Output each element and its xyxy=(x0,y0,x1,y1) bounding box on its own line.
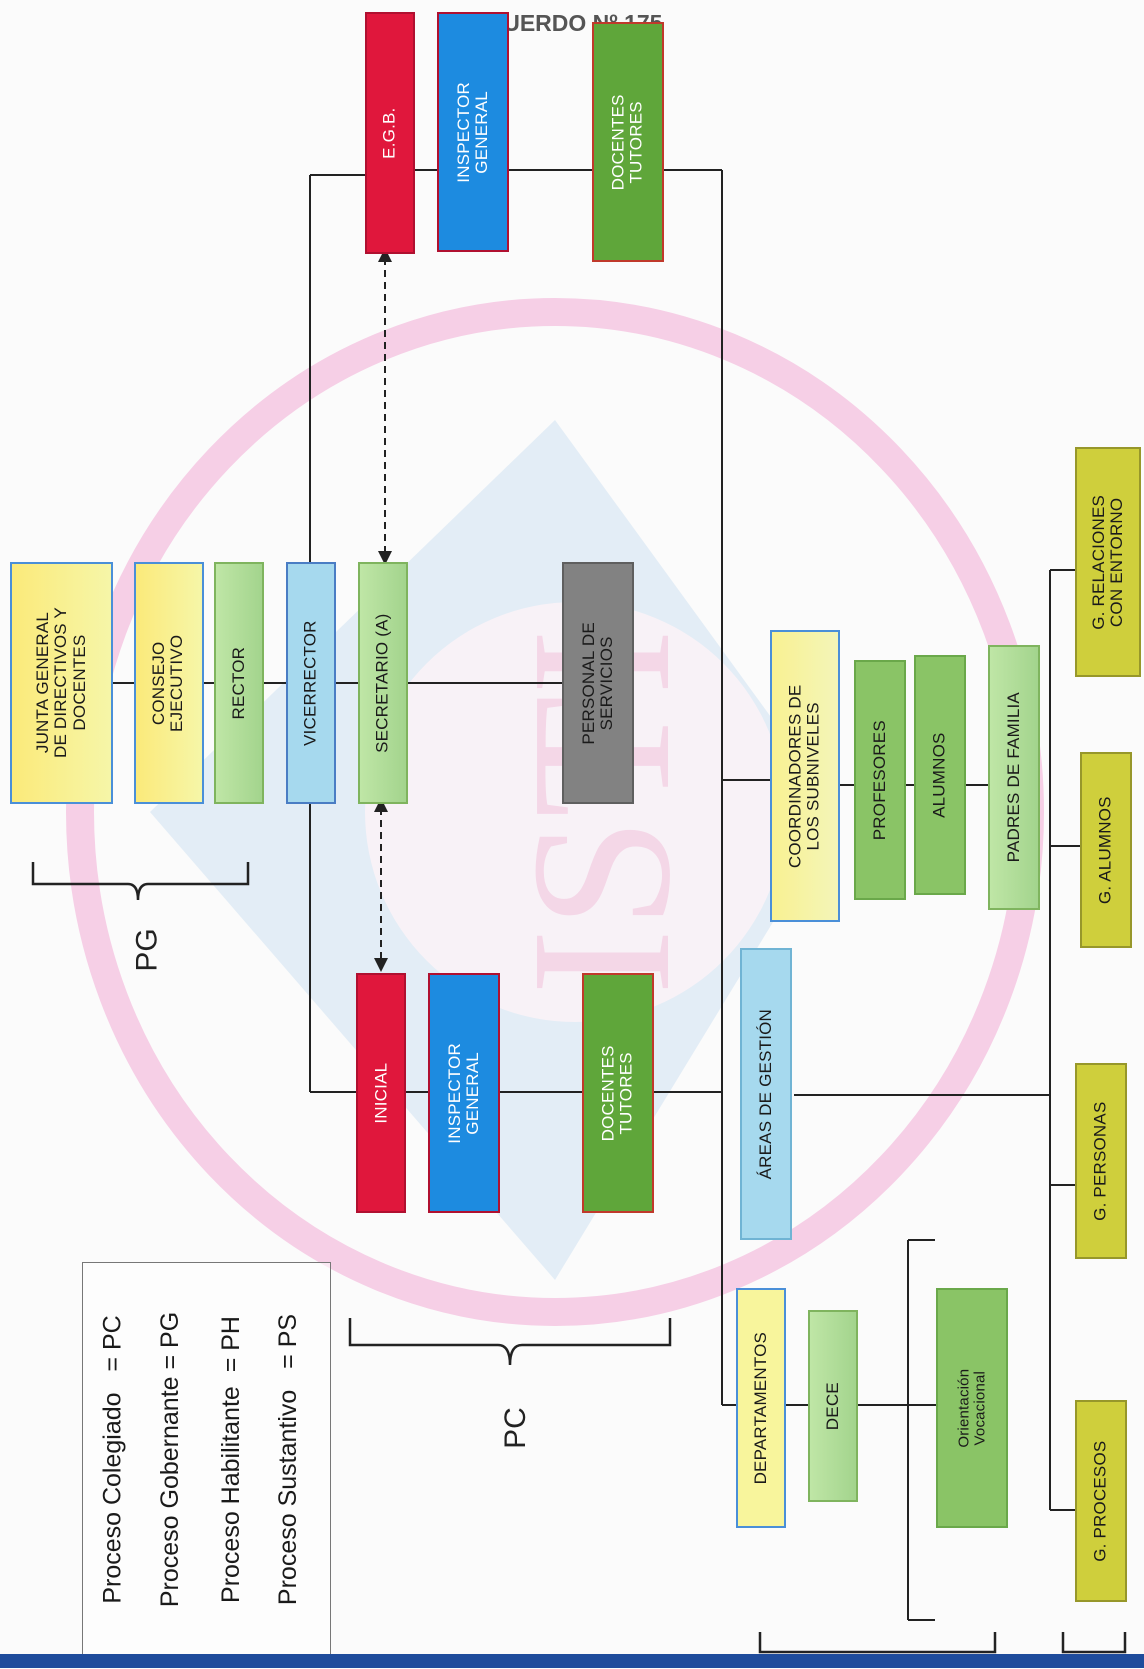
node-g-alumnos: G. ALUMNOS xyxy=(1080,752,1132,948)
node-label: VICERRECTOR xyxy=(300,620,320,746)
node-egb: E.G.B. xyxy=(365,12,415,254)
node-label: COORDINADORES DE LOS SUBNIVELES xyxy=(785,684,824,868)
node-coordinadores: COORDINADORES DE LOS SUBNIVELES xyxy=(770,630,840,922)
node-departamentos: DEPARTAMENTOS xyxy=(736,1288,786,1528)
node-alumnos: ALUMNOS xyxy=(914,655,966,895)
footer-bar xyxy=(0,1654,1144,1668)
node-label: PROFESORES xyxy=(869,719,889,841)
pc-bracket-label: PC xyxy=(499,1407,532,1449)
node-label: INICIAL xyxy=(370,1062,390,1124)
node-label: ÁREAS DE GESTIÓN xyxy=(755,1008,775,1180)
node-g-relaciones: G. RELACIONES CON ENTORNO xyxy=(1075,447,1141,677)
node-label: ALUMNOS xyxy=(929,732,949,818)
legend-item: Proceso Colegiado = PC xyxy=(98,1315,127,1604)
node-rector: RECTOR xyxy=(214,562,264,804)
node-label: DOCENTES TUTORES xyxy=(598,1044,636,1142)
node-label: Orientación Vocacional xyxy=(954,1368,989,1448)
node-docentes-tutores-bottom: DOCENTES TUTORES xyxy=(582,973,654,1213)
node-personal-servicios: PERSONAL DE SERVICIOS xyxy=(562,562,634,804)
node-label: SECRETARIO (A) xyxy=(372,613,392,753)
node-label: E.G.B. xyxy=(379,107,399,159)
legend-item: Proceso Gobernante = PG xyxy=(156,1311,185,1608)
pg-bracket-label: PG xyxy=(131,928,165,972)
node-inicial: INICIAL xyxy=(356,973,406,1213)
legend-box: Proceso Colegiado = PC Proceso Gobernant… xyxy=(82,1262,331,1668)
node-vicerrector: VICERRECTOR xyxy=(286,562,336,804)
node-docentes-tutores-top: DOCENTES TUTORES xyxy=(592,22,664,262)
pc-bracket xyxy=(348,1318,672,1366)
node-label: INSPECTOR GENERAL xyxy=(444,1042,483,1144)
node-consejo-ejecutivo: CONSEJO EJECUTIVO xyxy=(134,562,204,804)
node-label: DECE xyxy=(822,1381,842,1431)
node-label: INSPECTOR GENERAL xyxy=(453,81,492,183)
node-label: G. PERSONAS xyxy=(1090,1101,1110,1221)
node-label: DOCENTES TUTORES xyxy=(608,93,646,191)
node-areas-gestion: ÁREAS DE GESTIÓN xyxy=(740,948,792,1240)
node-profesores: PROFESORES xyxy=(854,660,906,900)
node-padres-familia: PADRES DE FAMILIA xyxy=(988,645,1040,910)
node-junta-general: JUNTA GENERAL DE DIRECTIVOS Y DOCENTES xyxy=(10,562,113,804)
node-label: G. RELACIONES CON ENTORNO xyxy=(1088,494,1127,630)
node-label: RECTOR xyxy=(228,646,248,720)
node-label: G. PROCESOS xyxy=(1090,1440,1110,1562)
legend-item: Proceso Sustantivo = PS xyxy=(274,1313,303,1606)
pg-bracket xyxy=(31,862,250,901)
node-inspector-general-bottom: INSPECTOR GENERAL xyxy=(428,973,500,1213)
node-label: DEPARTAMENTOS xyxy=(750,1331,770,1485)
node-inspector-general-top: INSPECTOR GENERAL xyxy=(437,12,509,252)
node-orientacion-vocacional: Orientación Vocacional xyxy=(936,1288,1008,1528)
node-label: PADRES DE FAMILIA xyxy=(1003,692,1023,863)
node-g-personas: G. PERSONAS xyxy=(1075,1063,1127,1259)
node-secretario: SECRETARIO (A) xyxy=(358,562,408,804)
node-g-procesos: G. PROCESOS xyxy=(1075,1400,1127,1602)
node-label: PERSONAL DE SERVICIOS xyxy=(578,621,616,745)
node-label: JUNTA GENERAL DE DIRECTIVOS Y DOCENTES xyxy=(32,607,89,759)
node-dece: DECE xyxy=(808,1310,858,1502)
legend-item: Proceso Habilitante = PH xyxy=(216,1316,245,1603)
node-label: CONSEJO EJECUTIVO xyxy=(149,634,188,732)
node-label: G. ALUMNOS xyxy=(1095,796,1115,904)
